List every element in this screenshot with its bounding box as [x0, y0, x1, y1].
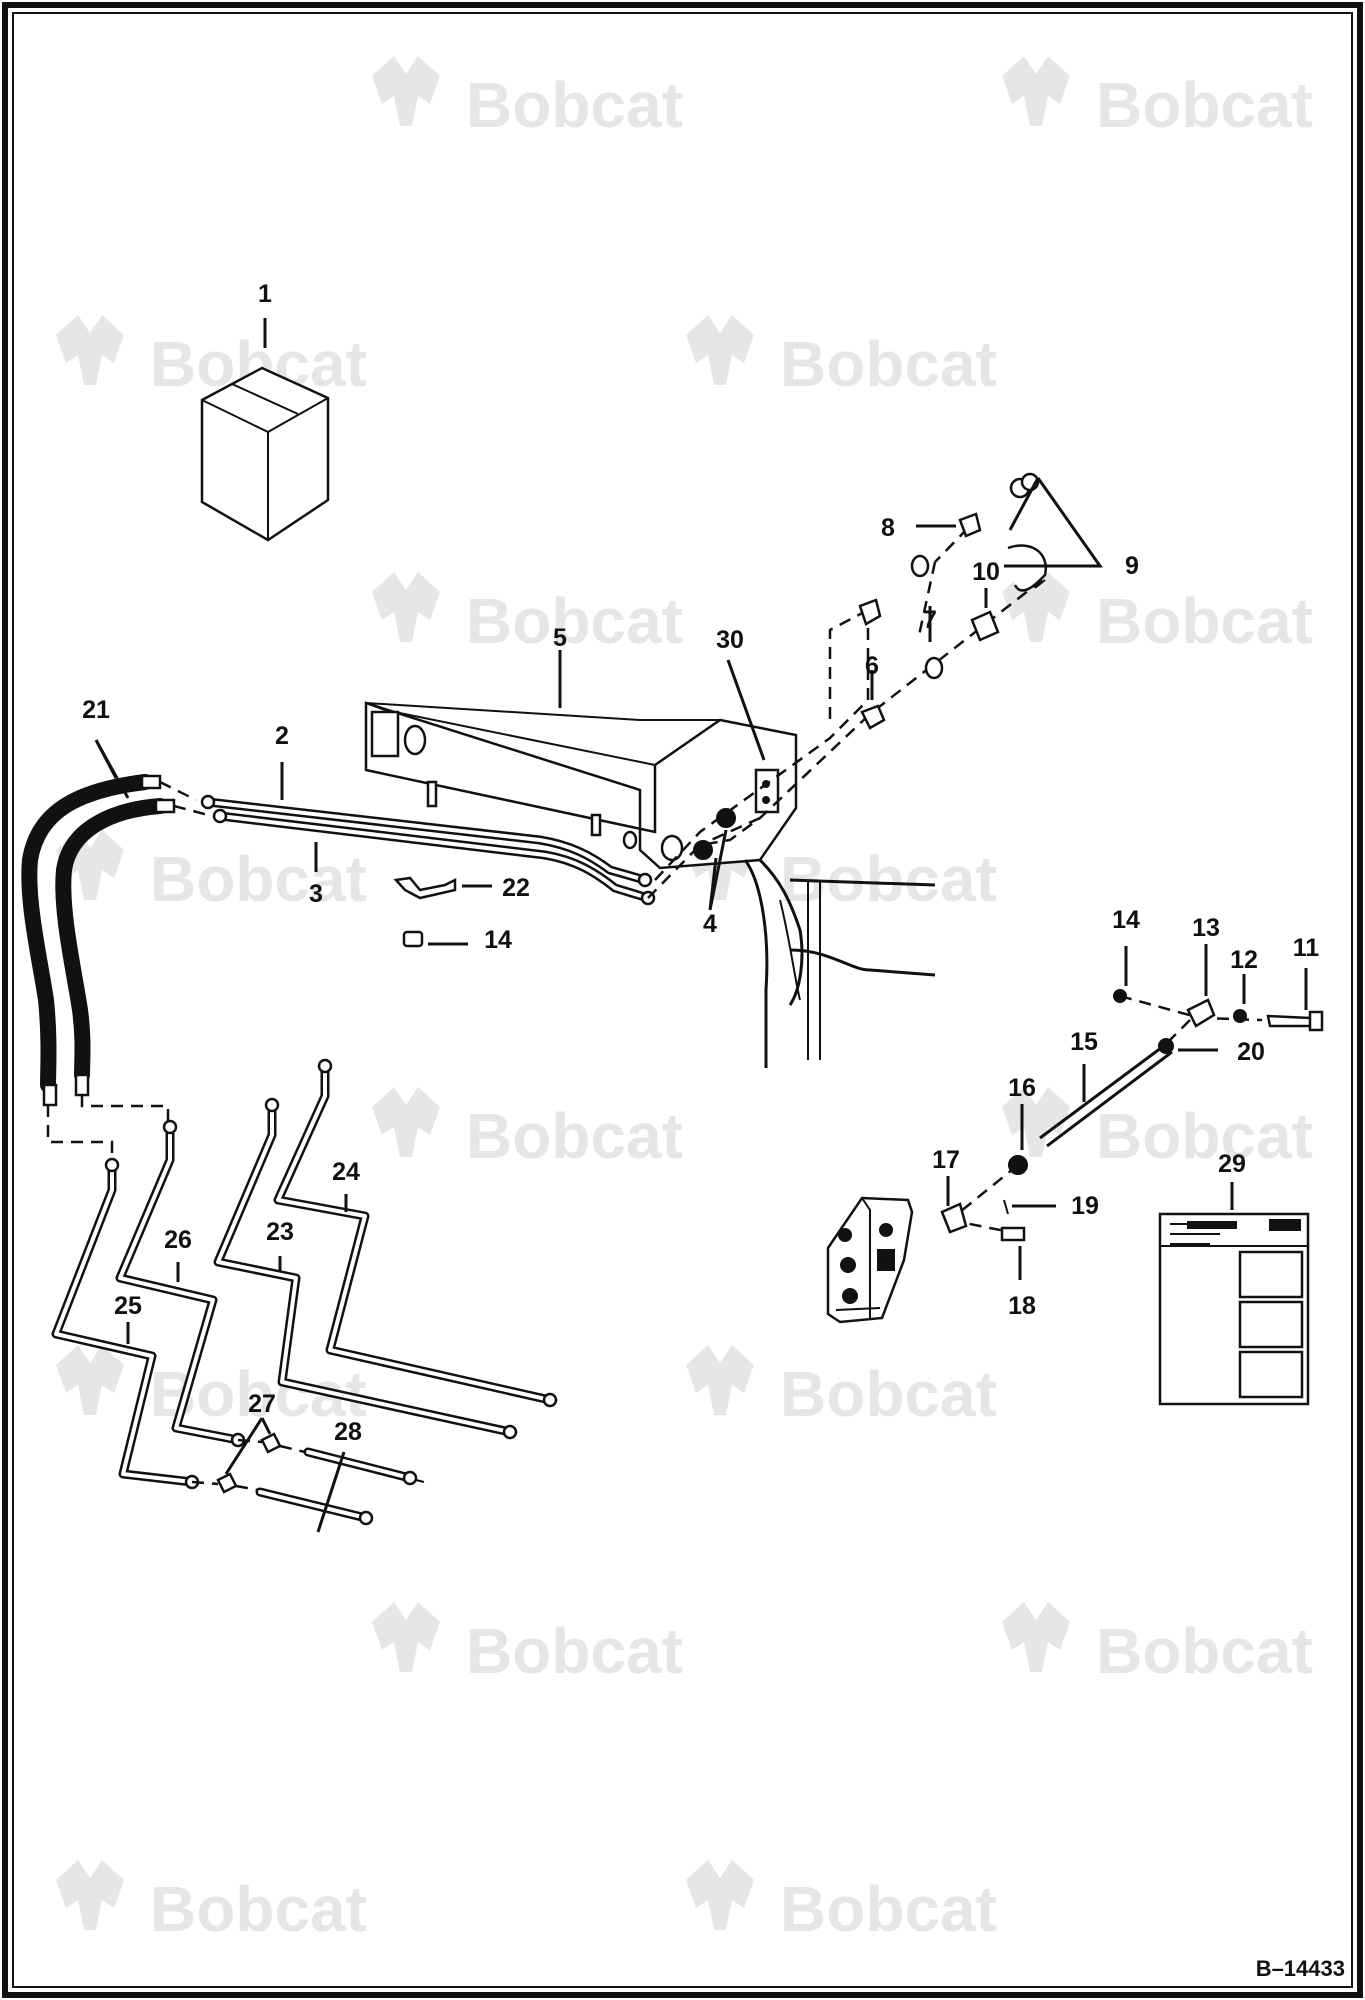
callout-5: 5 [553, 624, 567, 652]
callout-21: 21 [82, 696, 110, 724]
connection-lines-upper [647, 527, 1043, 899]
part-fitting-4a [716, 808, 736, 828]
callout-4: 4 [703, 910, 717, 938]
callout-30: 30 [716, 626, 744, 654]
watermark-layer: Bobcat Bobcat Bobcat Bobcat Bobcat Bobca… [56, 56, 1313, 1945]
watermark-text: Bobcat [466, 585, 683, 657]
part-control-valve [826, 1196, 914, 1324]
part-fitting-4b [693, 840, 713, 860]
callout-8: 8 [881, 514, 895, 542]
part-bolt-11 [1266, 1010, 1324, 1032]
callout-2: 2 [275, 722, 289, 750]
callout-17: 17 [932, 1146, 960, 1174]
part-tube-pair [200, 794, 656, 906]
part-tubes-28 [235, 1444, 425, 1526]
leader-lines [94, 318, 1308, 1533]
callout-6: 6 [865, 652, 879, 680]
watermark-logo [1002, 1602, 1070, 1672]
watermark-text: Bobcat [780, 1873, 997, 1945]
part-rod-15 [1039, 1043, 1173, 1148]
part-clevis-17 [940, 1202, 968, 1234]
watermark-text: Bobcat [466, 1100, 683, 1172]
part-nut-16 [1008, 1155, 1028, 1175]
part-pin-19 [1003, 1199, 1009, 1215]
callout-1: 1 [258, 280, 272, 308]
watermark-text: Bobcat [1096, 585, 1313, 657]
watermark-text: Bobcat [466, 1615, 683, 1687]
callout-labels: 1 2 3 4 5 6 7 8 9 10 11 12 13 14 14 15 1… [82, 280, 1319, 1446]
callout-19: 19 [1071, 1192, 1099, 1220]
callout-9: 9 [1125, 552, 1139, 580]
part-nut-lower [402, 930, 424, 948]
callout-14-lower: 14 [484, 926, 512, 954]
callout-10: 10 [972, 558, 1000, 586]
callout-22: 22 [502, 874, 530, 902]
watermark-logo [372, 1087, 440, 1157]
callout-29: 29 [1218, 1150, 1246, 1178]
watermark-logo [56, 315, 124, 385]
figure-reference-code: B–14433 [1256, 1956, 1345, 1981]
part-lower-tubes [51, 1058, 558, 1490]
part-pin-18 [1000, 1226, 1026, 1242]
part-fitting-6b [860, 704, 886, 730]
watermark-logo [56, 1345, 124, 1415]
watermark-text: Bobcat [466, 69, 683, 141]
watermark-logo [686, 1345, 754, 1415]
part-fitting-8 [958, 512, 982, 538]
callout-23: 23 [266, 1218, 294, 1246]
watermark-logo [372, 1602, 440, 1672]
callout-25: 25 [114, 1292, 142, 1320]
watermark-logo [372, 572, 440, 642]
watermark-logo [372, 56, 440, 126]
watermark-text: Bobcat [150, 843, 367, 915]
callout-28: 28 [334, 1418, 362, 1446]
callout-15: 15 [1070, 1028, 1098, 1056]
callout-7: 7 [923, 606, 937, 634]
callout-13: 13 [1192, 914, 1220, 942]
callout-16: 16 [1008, 1074, 1036, 1102]
callout-18: 18 [1008, 1292, 1036, 1320]
connection-lines-lower [46, 1095, 170, 1160]
callout-20: 20 [1237, 1038, 1265, 1066]
callout-24: 24 [332, 1158, 360, 1186]
watermark-text: Bobcat [780, 843, 997, 915]
machine-arm-outline [743, 858, 936, 1068]
callout-27: 27 [248, 1390, 276, 1418]
part-oring-7a [910, 554, 930, 578]
part-pivot-14 [1113, 989, 1127, 1003]
callout-3: 3 [309, 880, 323, 908]
watermark-text: Bobcat [1096, 1615, 1313, 1687]
part-decal [1158, 1212, 1310, 1406]
callout-14-upper: 14 [1112, 906, 1140, 934]
page-border-inner [12, 12, 1353, 1988]
part-washer-12 [1233, 1009, 1247, 1023]
part-nut-20 [1158, 1038, 1174, 1054]
watermark-text: Bobcat [780, 328, 997, 400]
callout-12: 12 [1230, 946, 1258, 974]
watermark-logo [686, 1860, 754, 1930]
part-kit-box [200, 366, 330, 542]
part-clamp [393, 876, 457, 900]
watermark-text: Bobcat [150, 1873, 367, 1945]
callout-11: 11 [1293, 934, 1320, 962]
part-fitting-9 [1007, 472, 1048, 592]
watermark-logo [1002, 56, 1070, 126]
watermark-logo [56, 1860, 124, 1930]
watermark-logo [686, 315, 754, 385]
part-mount-frame [364, 701, 798, 870]
watermark-text: Bobcat [1096, 1100, 1313, 1172]
part-fitting-6a [858, 598, 882, 626]
part-oring-7b [924, 656, 944, 680]
callout-26: 26 [164, 1226, 192, 1254]
part-link-13 [1186, 998, 1216, 1028]
part-hoses [21, 774, 209, 1107]
watermark-text: Bobcat [780, 1358, 997, 1430]
watermark-text: Bobcat [1096, 69, 1313, 141]
part-fitting-10 [970, 610, 1000, 642]
